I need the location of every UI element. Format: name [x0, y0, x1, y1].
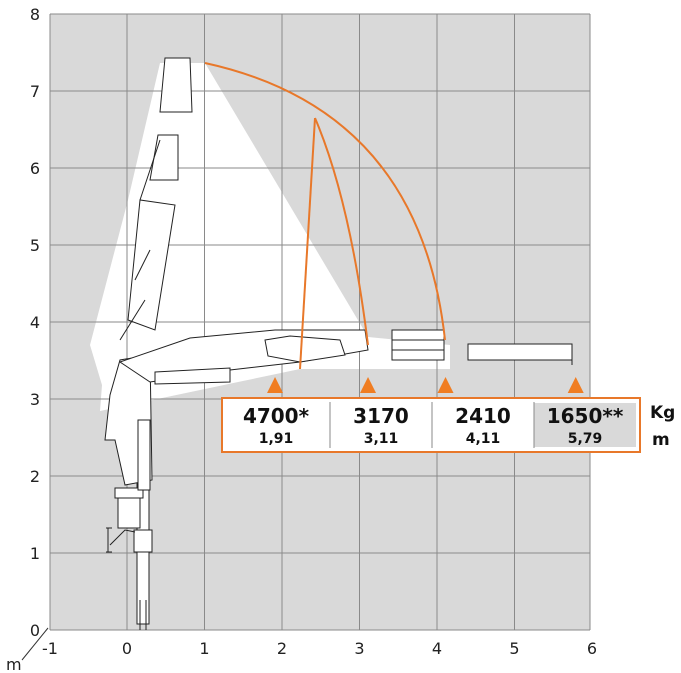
load-marker-triangle	[437, 377, 454, 393]
y-tick-label: 2	[30, 467, 40, 486]
x-axis-ticks: -1 0 1 2 3 4 5 6	[42, 639, 597, 658]
y-tick-label: 6	[30, 159, 40, 178]
axis-unit-label: m	[6, 655, 22, 673]
x-tick-label: 6	[587, 639, 597, 658]
load-table-highlight-cell	[534, 403, 636, 447]
x-tick-label: 2	[277, 639, 287, 658]
kg-value-1: 4700*	[243, 404, 310, 428]
kg-value-4: 1650**	[547, 404, 624, 428]
crane-base-block	[133, 529, 153, 553]
y-tick-label: 8	[30, 5, 40, 24]
crane-raised-boom	[127, 199, 176, 331]
x-tick-label: 4	[432, 639, 442, 658]
crane-extension-3	[467, 343, 573, 361]
crane-slew-housing	[117, 497, 141, 529]
outer-reach-curve	[204, 62, 446, 341]
y-axis-ticks: 0 1 2 3 4 5 6 7 8	[30, 5, 40, 640]
load-table: 4700* 1,91 3170 3,11 2410 4,11 1650** 5,…	[221, 397, 641, 453]
y-tick-label: 7	[30, 82, 40, 101]
m-value-3: 4,11	[466, 431, 501, 447]
load-marker-triangle	[267, 377, 284, 393]
y-tick-label: 3	[30, 390, 40, 409]
y-tick-label: 0	[30, 621, 40, 640]
crane-extension-2	[391, 329, 445, 361]
kg-value-2: 3170	[353, 404, 409, 428]
x-tick-label: -1	[42, 639, 58, 658]
x-tick-label: 5	[509, 639, 519, 658]
load-marker-triangle	[567, 377, 584, 393]
origin-slash	[21, 627, 49, 661]
inner-reach-curve	[314, 117, 369, 346]
y-tick-label: 5	[30, 236, 40, 255]
load-markers	[267, 377, 584, 393]
load-table-dividers	[329, 402, 535, 448]
x-tick-label: 3	[354, 639, 364, 658]
x-tick-label: 0	[122, 639, 132, 658]
load-marker-triangle	[360, 377, 377, 393]
y-tick-label: 4	[30, 313, 40, 332]
crane-raised-tip	[159, 57, 193, 113]
kg-unit-label: Kg	[650, 403, 675, 423]
x-tick-label: 1	[199, 639, 209, 658]
m-unit-label: m	[652, 430, 670, 450]
y-tick-label: 1	[30, 544, 40, 563]
m-value-2: 3,11	[364, 431, 399, 447]
m-value-1: 1,91	[259, 431, 294, 447]
crane-illustration	[104, 57, 573, 630]
kg-value-3: 2410	[455, 404, 511, 428]
reach-chord	[299, 117, 316, 370]
m-value-4: 5,79	[568, 431, 603, 447]
crane-base-left	[106, 527, 112, 553]
